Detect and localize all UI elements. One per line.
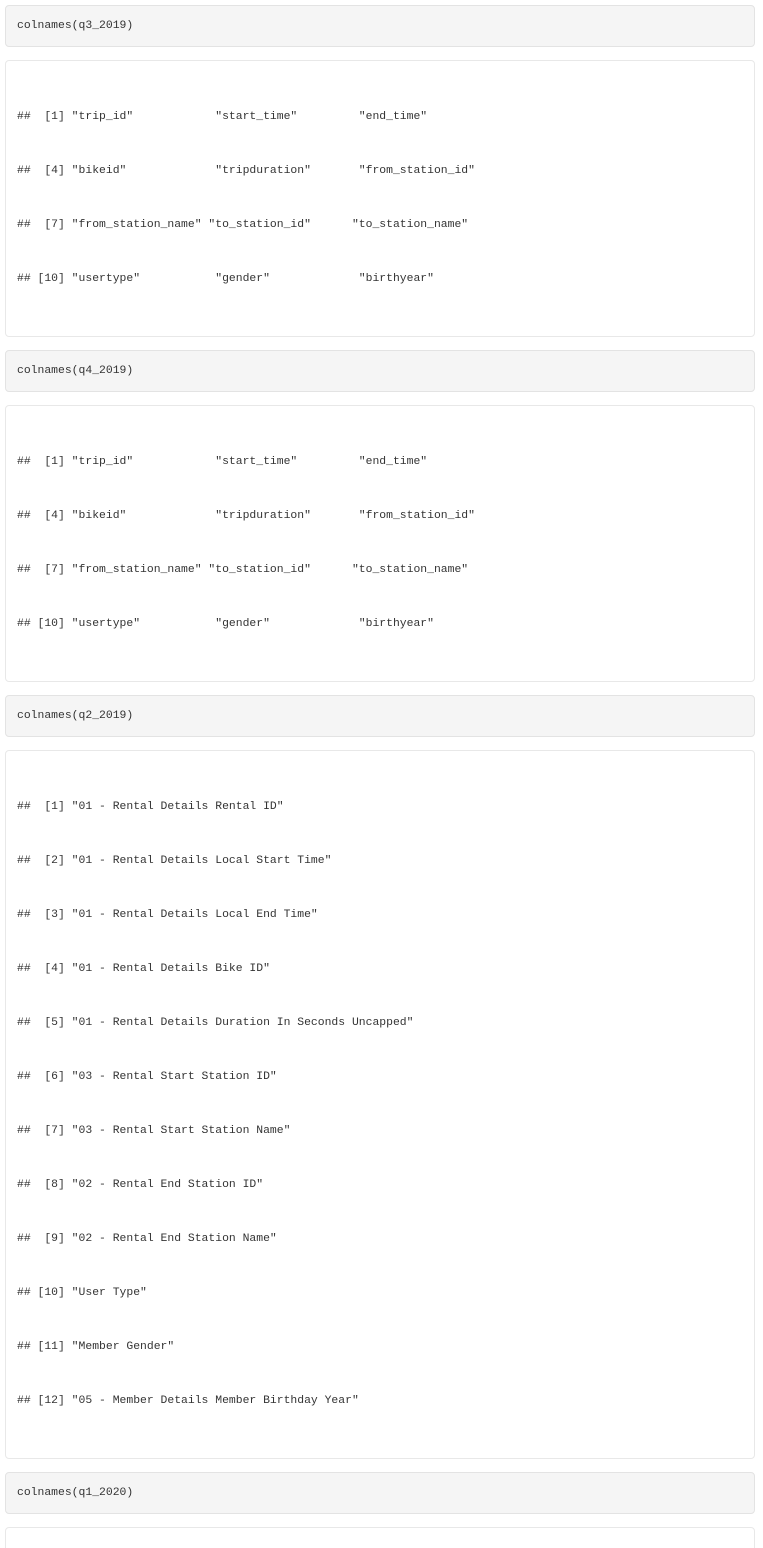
output-line: ## [11] "Member Gender" — [17, 1341, 175, 1353]
code-output-q2-2019: ## [1] "01 - Rental Details Rental ID" #… — [5, 750, 755, 1459]
code-input-q3-2019[interactable]: colnames(q3_2019) — [5, 5, 755, 47]
output-line: ## [4] "01 - Rental Details Bike ID" — [17, 963, 270, 975]
code-chunk-q4-2019: colnames(q4_2019) ## [1] "trip_id" "star… — [5, 350, 755, 682]
code-input-q2-2019[interactable]: colnames(q2_2019) — [5, 695, 755, 737]
code-chunk-q3-2019: colnames(q3_2019) ## [1] "trip_id" "star… — [5, 5, 755, 337]
output-line: ## [5] "01 - Rental Details Duration In … — [17, 1017, 414, 1029]
code-chunk-q1-2020: colnames(q1_2020) ## [1] "ride_id" "ride… — [5, 1472, 755, 1548]
output-line: ## [1] "trip_id" "start_time" "end_time" — [17, 456, 428, 468]
code-input-q1-2020[interactable]: colnames(q1_2020) — [5, 1472, 755, 1514]
output-line: ## [2] "01 - Rental Details Local Start … — [17, 855, 332, 867]
output-line: ## [10] "User Type" — [17, 1287, 147, 1299]
output-line: ## [1] "trip_id" "start_time" "end_time" — [17, 111, 428, 123]
output-line: ## [10] "usertype" "gender" "birthyear" — [17, 618, 434, 630]
output-line: ## [7] "from_station_name" "to_station_i… — [17, 564, 469, 576]
code-output-q1-2020: ## [1] "ride_id" "rideable_type" "starte… — [5, 1527, 755, 1548]
output-line: ## [4] "bikeid" "tripduration" "from_sta… — [17, 510, 475, 522]
output-line: ## [12] "05 - Member Details Member Birt… — [17, 1395, 359, 1407]
output-line: ## [4] "bikeid" "tripduration" "from_sta… — [17, 165, 475, 177]
output-line: ## [1] "01 - Rental Details Rental ID" — [17, 801, 284, 813]
output-line: ## [10] "usertype" "gender" "birthyear" — [17, 273, 434, 285]
code-chunk-q2-2019: colnames(q2_2019) ## [1] "01 - Rental De… — [5, 695, 755, 1459]
code-input-q4-2019[interactable]: colnames(q4_2019) — [5, 350, 755, 392]
code-output-q4-2019: ## [1] "trip_id" "start_time" "end_time"… — [5, 405, 755, 682]
output-line: ## [8] "02 - Rental End Station ID" — [17, 1179, 264, 1191]
output-line: ## [9] "02 - Rental End Station Name" — [17, 1233, 277, 1245]
output-line: ## [7] "from_station_name" "to_station_i… — [17, 219, 469, 231]
output-line: ## [3] "01 - Rental Details Local End Ti… — [17, 909, 318, 921]
output-line: ## [7] "03 - Rental Start Station Name" — [17, 1125, 291, 1137]
output-line: ## [6] "03 - Rental Start Station ID" — [17, 1071, 277, 1083]
code-output-q3-2019: ## [1] "trip_id" "start_time" "end_time"… — [5, 60, 755, 337]
